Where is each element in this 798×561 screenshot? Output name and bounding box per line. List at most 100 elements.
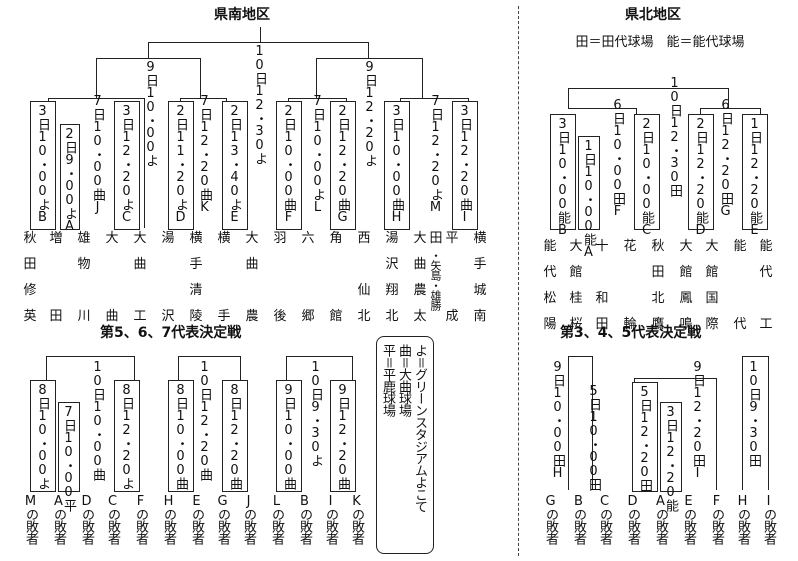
north-team-0-char-1: 代 bbox=[543, 265, 557, 280]
south-team-0-char-3: 英 bbox=[23, 309, 37, 324]
north-team-5-char-0: 大 bbox=[679, 239, 693, 254]
rep-south-game-7: 8日12・20曲 bbox=[227, 383, 242, 489]
south-game-B: 3日10・00よB bbox=[35, 104, 50, 224]
north-semi-right: 6日12・20田G bbox=[718, 98, 733, 218]
south-team-10-char-3: 郷 bbox=[301, 309, 315, 324]
north-game-B: 3日10・00能B bbox=[555, 117, 570, 237]
north-final: 10日12・30田 bbox=[667, 76, 682, 196]
rep-south-game-3: 10日10・00曲 bbox=[90, 360, 105, 480]
south-game-D: 2日11・20よD bbox=[173, 104, 188, 224]
south-team-15-char-3: 成 bbox=[445, 309, 459, 324]
south-team-16-char-0: 横 bbox=[473, 231, 487, 246]
south-q-K: 7日12・20曲K bbox=[197, 94, 212, 214]
rep-south-title: 第5、6、7代表決定戦 bbox=[100, 325, 242, 341]
north-team-4-char-3: 鷹 bbox=[651, 317, 665, 332]
north-team-4-char-1: 田 bbox=[651, 265, 665, 280]
north-team-1-char-1: 館 bbox=[569, 265, 583, 280]
north-team-8-char-0: 能 bbox=[759, 239, 773, 254]
south-team-2-char-1: 物 bbox=[77, 257, 91, 272]
north-team-2-char-0: 十 bbox=[595, 239, 609, 254]
south-team-4-char-3: 工 bbox=[133, 309, 147, 324]
south-q-M: 7日12・20よM bbox=[428, 94, 443, 214]
south-team-7-char-3: 手 bbox=[217, 309, 231, 324]
south-team-13-char-1: 沢 bbox=[385, 257, 399, 272]
north-team-5-char-1: 館 bbox=[679, 265, 693, 280]
south-team-14-char-3: 太 bbox=[413, 309, 427, 324]
rep-north-loser-1: Bの敗者 bbox=[571, 494, 586, 544]
rep-north-loser-4: Aの敗者 bbox=[653, 494, 668, 544]
south-team-14-char-2: 農 bbox=[413, 283, 427, 298]
south-q-L: 7日10・00よL bbox=[310, 94, 325, 214]
south-game-C: 3日12・20よC bbox=[119, 104, 134, 224]
south-team-13-char-0: 湯 bbox=[385, 231, 399, 246]
rep-north-title: 第3、4、5代表決定戦 bbox=[560, 325, 702, 341]
north-team-0-char-0: 能 bbox=[543, 239, 557, 254]
south-team-6-char-0: 横 bbox=[189, 231, 203, 246]
north-team-1-char-0: 大 bbox=[569, 239, 583, 254]
north-team-1-char-2: 桂 bbox=[569, 291, 583, 306]
south-team-14-char-1: 曲 bbox=[413, 257, 427, 272]
south-team-0-char-2: 修 bbox=[23, 283, 37, 298]
rep-south-game-2: 7日10・00平 bbox=[61, 405, 76, 511]
north-team-5-char-3: 鳴 bbox=[679, 317, 693, 332]
north-game-A: 1日10・00能A bbox=[581, 139, 596, 259]
south-team-4-char-1: 曲 bbox=[133, 257, 147, 272]
rep-south-loser-2: Dの敗者 bbox=[79, 494, 94, 544]
north-team-3-char-0: 花 bbox=[623, 239, 637, 254]
south-team-13-char-2: 翔 bbox=[385, 283, 399, 298]
rep-north-loser-2: Cの敗者 bbox=[597, 494, 612, 544]
rep-north-game-3: 5日12・20田 bbox=[637, 385, 652, 491]
south-team-5-char-3: 沢 bbox=[161, 309, 175, 324]
south-team-13-char-3: 北 bbox=[385, 309, 399, 324]
north-title: 県北地区 bbox=[625, 7, 681, 23]
south-team-8-char-0: 大 bbox=[245, 231, 259, 246]
north-semi-left: 6日10・00田F bbox=[610, 98, 625, 218]
north-team-2-char-3: 田 bbox=[595, 317, 609, 332]
region-divider bbox=[518, 6, 519, 556]
south-team-10-char-0: 六 bbox=[301, 231, 315, 246]
south-team-9-char-0: 羽 bbox=[273, 231, 287, 246]
rep-south-game-5: 8日10・00曲 bbox=[173, 383, 188, 489]
rep-south-game-4: 8日12・20よ bbox=[119, 383, 134, 489]
north-team-1-char-3: 桜 bbox=[569, 317, 583, 332]
south-team-14-extra: ・矢島・雄勝 bbox=[429, 250, 442, 310]
north-team-8-char-3: 工 bbox=[759, 317, 773, 332]
rep-south-loser-4: Fの敗者 bbox=[133, 494, 148, 544]
rep-south-loser-5: Hの敗者 bbox=[161, 494, 176, 544]
south-team-1-char-0: 増 bbox=[49, 231, 63, 246]
south-team-4-char-0: 大 bbox=[133, 231, 147, 246]
rep-north-loser-0: Gの敗者 bbox=[543, 494, 558, 544]
rep-south-loser-10: Bの敗者 bbox=[297, 494, 312, 544]
south-team-2-char-0: 雄 bbox=[77, 231, 91, 246]
south-team-0-char-0: 秋 bbox=[23, 231, 37, 246]
rep-south-game-10: 9日12・20曲 bbox=[335, 383, 350, 489]
north-legend: 田＝田代球場 能＝能代球場 bbox=[575, 35, 745, 50]
south-team-12-char-2: 仙 bbox=[357, 283, 371, 298]
rep-north-game-I: 9日12・20田I bbox=[690, 360, 705, 480]
south-team-5-char-0: 湯 bbox=[161, 231, 175, 246]
rep-south-loser-12: Kの敗者 bbox=[349, 494, 364, 544]
south-title: 県南地区 bbox=[214, 7, 270, 23]
rep-north-loser-7: Hの敗者 bbox=[735, 494, 750, 544]
rep-north-game-4: 3日12・20能 bbox=[663, 405, 678, 511]
rep-south-game-6: 10日12・20曲 bbox=[197, 360, 212, 480]
south-team-8-char-3: 農 bbox=[245, 309, 259, 324]
rep-south-loser-6: Eの敗者 bbox=[189, 494, 204, 544]
legend-yo: よ＝グリーンスタジアムよこて bbox=[412, 344, 427, 512]
north-team-4-char-0: 秋 bbox=[651, 239, 665, 254]
north-game-C: 2日10・00能C bbox=[639, 117, 654, 237]
rep-south-game-1: 8日10・00よ bbox=[35, 383, 50, 489]
south-team-3-char-0: 大 bbox=[105, 231, 119, 246]
south-team-0-char-1: 田 bbox=[23, 257, 37, 272]
south-team-14-char-0: 大 bbox=[413, 231, 427, 246]
rep-north-loser-3: Dの敗者 bbox=[625, 494, 640, 544]
north-team-6-char-2: 国 bbox=[705, 291, 719, 306]
north-team-6-char-3: 際 bbox=[705, 317, 719, 332]
south-team-15-char-0: 平 bbox=[445, 231, 459, 246]
rep-north-loser-6: Fの敗者 bbox=[709, 494, 724, 544]
south-team-9-char-3: 後 bbox=[273, 309, 287, 324]
south-team-16-char-1: 手 bbox=[473, 257, 487, 272]
legend-hira: 平＝平鹿球場 bbox=[380, 344, 395, 416]
south-team-6-char-3: 陵 bbox=[189, 309, 203, 324]
